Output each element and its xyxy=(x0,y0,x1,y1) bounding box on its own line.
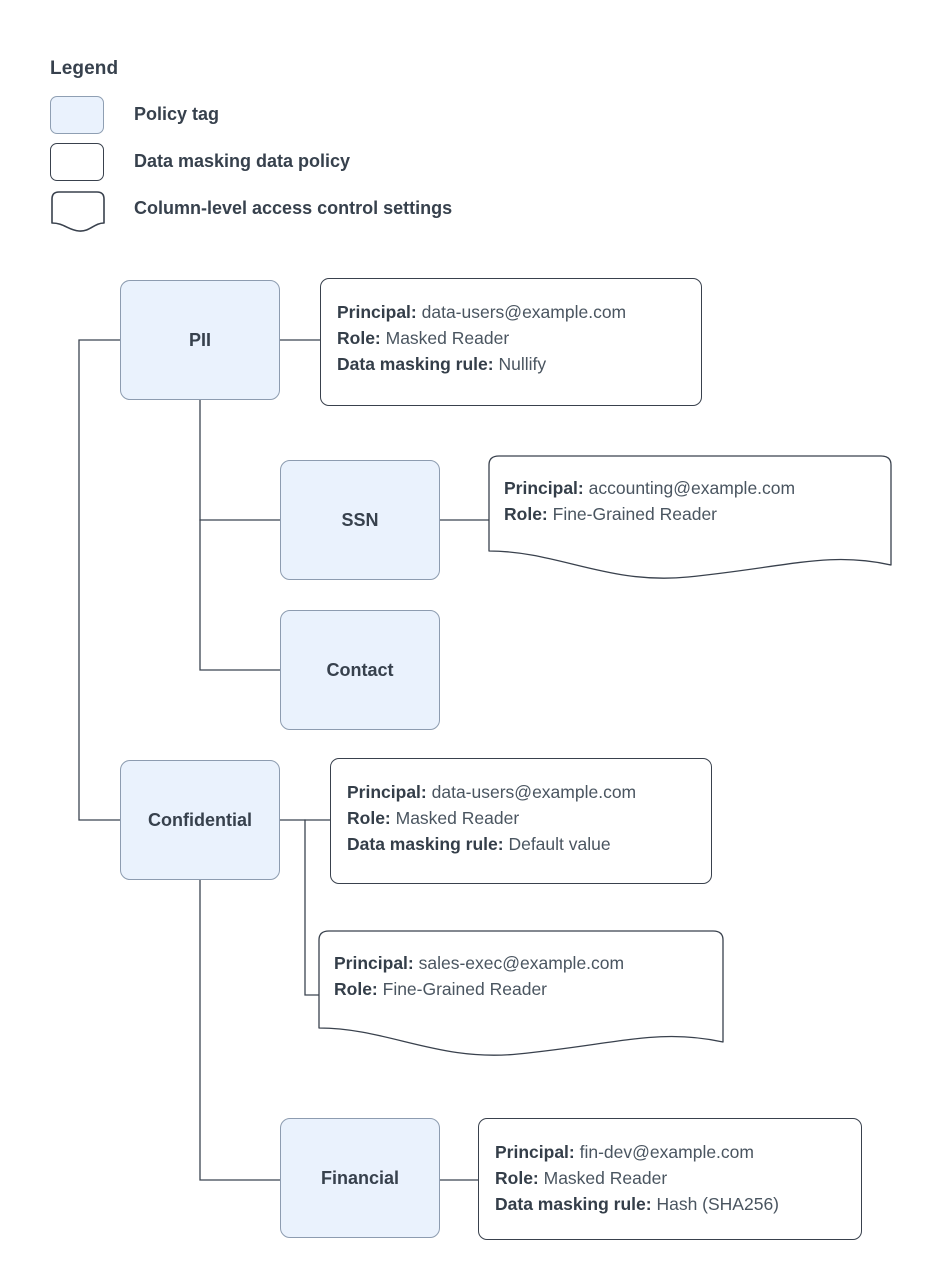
card-row-masking-rule: Data masking rule: Nullify xyxy=(337,351,701,377)
card-field-value: sales-exec@example.com xyxy=(418,953,625,973)
card-row-masking-rule: Data masking rule: Default value xyxy=(347,831,711,857)
card-row-masking-rule: Data masking rule: Hash (SHA256) xyxy=(495,1191,861,1217)
card-row-role: Role: Fine-Grained Reader xyxy=(504,501,892,527)
card-row-principal: Principal: data-users@example.com xyxy=(347,779,711,805)
card-field-value: Masked Reader xyxy=(543,1168,668,1188)
card-field-label: Principal: xyxy=(504,478,584,498)
card-text-ssn-access: Principal: accounting@example.com Role: … xyxy=(488,455,892,527)
card-row-principal: Principal: sales-exec@example.com xyxy=(334,950,724,976)
card-field-value: Default value xyxy=(508,834,611,854)
card-field-value: accounting@example.com xyxy=(588,478,796,498)
card-field-value: Fine-Grained Reader xyxy=(552,504,718,524)
policy-tag-label-ssn: SSN xyxy=(341,509,379,530)
policy-tag-node-confidential[interactable]: Confidential xyxy=(120,760,280,880)
card-row-role: Role: Masked Reader xyxy=(347,805,711,831)
card-field-label: Principal: xyxy=(337,302,417,322)
data-masking-policy-card-confidential[interactable]: Principal: data-users@example.com Role: … xyxy=(330,758,712,884)
policy-tag-node-financial[interactable]: Financial xyxy=(280,1118,440,1238)
card-field-label: Principal: xyxy=(347,782,427,802)
card-row-role: Role: Fine-Grained Reader xyxy=(334,976,724,1002)
card-field-label: Principal: xyxy=(334,953,414,973)
card-text-confidential-access: Principal: sales-exec@example.com Role: … xyxy=(318,930,724,1002)
card-field-value: Masked Reader xyxy=(395,808,520,828)
policy-tag-label-financial: Financial xyxy=(320,1167,400,1188)
column-access-settings-card-confidential[interactable]: Principal: sales-exec@example.com Role: … xyxy=(318,930,724,1062)
card-field-value: data-users@example.com xyxy=(421,302,627,322)
legend-label-data-masking-policy: Data masking data policy xyxy=(134,151,351,171)
card-field-label: Role: xyxy=(334,979,378,999)
legend-swatch-column-access-settings xyxy=(51,191,105,232)
card-row-principal: Principal: data-users@example.com xyxy=(337,299,701,325)
data-masking-policy-card-financial[interactable]: Principal: fin-dev@example.com Role: Mas… xyxy=(478,1118,862,1240)
card-row-role: Role: Masked Reader xyxy=(337,325,701,351)
legend-swatch-data-masking-policy xyxy=(50,143,104,181)
policy-tag-node-pii[interactable]: PII xyxy=(120,280,280,400)
card-field-value: data-users@example.com xyxy=(431,782,637,802)
card-field-label: Data masking rule: xyxy=(495,1194,652,1214)
wavy-card-shape xyxy=(488,455,892,579)
card-row-principal: Principal: accounting@example.com xyxy=(504,475,892,501)
policy-tag-node-contact[interactable]: Contact xyxy=(280,610,440,730)
card-field-value: Masked Reader xyxy=(385,328,510,348)
policy-tag-label-contact: Contact xyxy=(326,659,394,680)
data-masking-policy-card-pii[interactable]: Principal: data-users@example.com Role: … xyxy=(320,278,702,406)
card-field-label: Role: xyxy=(504,504,548,524)
card-field-label: Data masking rule: xyxy=(347,834,504,854)
card-field-label: Role: xyxy=(347,808,391,828)
card-row-role: Role: Masked Reader xyxy=(495,1165,861,1191)
card-field-label: Data masking rule: xyxy=(337,354,494,374)
policy-tag-label-pii: PII xyxy=(188,329,211,350)
policy-tag-node-ssn[interactable]: SSN xyxy=(280,460,440,580)
policy-tag-label-confidential: Confidential xyxy=(148,809,252,830)
legend-swatch-policy-tag xyxy=(50,96,104,134)
card-field-value: Nullify xyxy=(498,354,547,374)
column-access-settings-card-ssn[interactable]: Principal: accounting@example.com Role: … xyxy=(488,455,892,585)
card-row-principal: Principal: fin-dev@example.com xyxy=(495,1139,861,1165)
card-field-label: Role: xyxy=(495,1168,539,1188)
card-field-value: Fine-Grained Reader xyxy=(382,979,548,999)
card-field-label: Principal: xyxy=(495,1142,575,1162)
card-text-pii-masking: Principal: data-users@example.com Role: … xyxy=(337,299,701,377)
wavy-card-shape xyxy=(318,930,724,1056)
legend-label-column-access-settings: Column-level access control settings xyxy=(134,198,453,218)
legend-title: Legend xyxy=(50,58,119,79)
card-text-confidential-masking: Principal: data-users@example.com Role: … xyxy=(347,779,711,857)
card-field-label: Role: xyxy=(337,328,381,348)
legend-label-policy-tag: Policy tag xyxy=(134,104,220,124)
card-field-value: fin-dev@example.com xyxy=(579,1142,754,1162)
card-field-value: Hash (SHA256) xyxy=(656,1194,780,1214)
card-text-financial-masking: Principal: fin-dev@example.com Role: Mas… xyxy=(495,1139,861,1217)
